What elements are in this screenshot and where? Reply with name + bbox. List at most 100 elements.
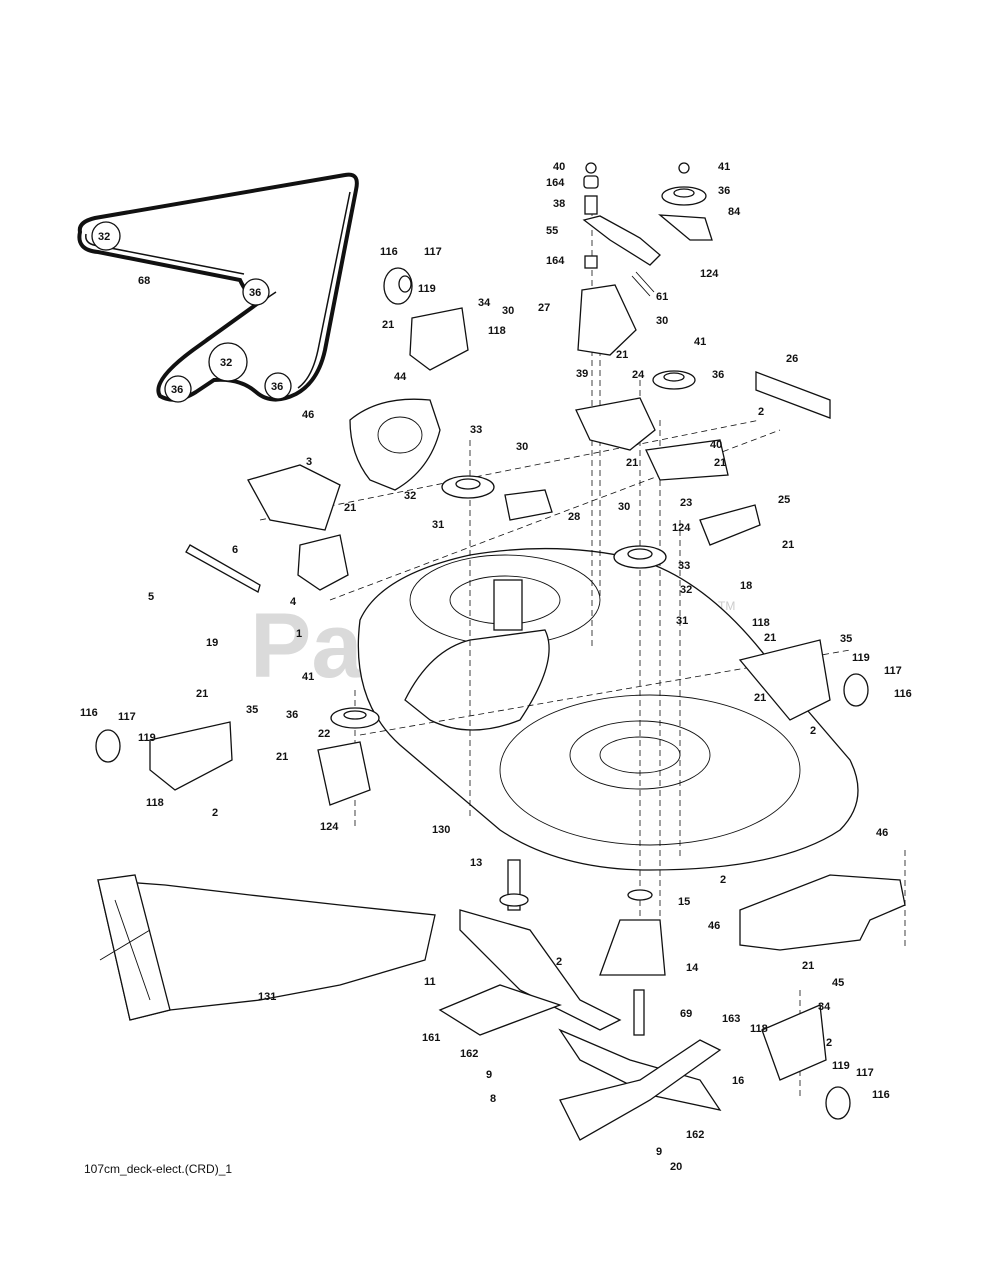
callout-22: 22: [318, 728, 330, 740]
center-brackets: [575, 284, 831, 546]
callout-84: 84: [728, 206, 741, 218]
callout-1: 1: [296, 628, 302, 640]
callout-24: 24: [632, 369, 645, 381]
callout-9: 9: [486, 1069, 492, 1081]
callout-9: 9: [656, 1146, 662, 1158]
callout-116: 116: [380, 246, 398, 258]
callout-2: 2: [826, 1037, 832, 1049]
callout-30: 30: [618, 501, 630, 513]
callout-162: 162: [460, 1048, 478, 1060]
callout-21: 21: [276, 751, 288, 763]
callout-21: 21: [196, 688, 208, 700]
callout-61: 61: [656, 291, 668, 303]
callout-38: 38: [553, 198, 565, 210]
callout-117: 117: [884, 665, 902, 677]
callout-46: 46: [302, 409, 314, 421]
callout-40: 40: [710, 439, 722, 451]
callout-32: 32: [680, 584, 692, 596]
callout-3: 3: [306, 456, 312, 468]
callout-5: 5: [148, 591, 154, 603]
callout-27: 27: [538, 302, 550, 314]
callout-2: 2: [212, 807, 218, 819]
callout-162: 162: [686, 1129, 704, 1141]
belt-pulley-36-mid: [242, 278, 270, 306]
callout-15: 15: [678, 896, 690, 908]
callout-35: 35: [246, 704, 258, 716]
callout-28: 28: [568, 511, 580, 523]
callout-41: 41: [694, 336, 706, 348]
callout-41: 41: [302, 671, 314, 683]
spring-61: [631, 271, 655, 297]
callout-19: 19: [206, 637, 218, 649]
belt-pulley-36-left: [164, 375, 192, 403]
callout-32: 32: [404, 490, 416, 502]
callout-116: 116: [894, 688, 912, 700]
spindle-boss: [493, 579, 523, 631]
belt-label-2: 32: [220, 357, 232, 369]
callout-34: 34: [478, 297, 491, 309]
left-brackets: [185, 398, 553, 593]
gauge-wheels: [95, 267, 869, 1120]
callout-36: 36: [712, 369, 724, 381]
belt-label-0: 32: [98, 231, 110, 243]
belt-label-4: 36: [271, 381, 283, 393]
callout-46: 46: [708, 920, 720, 932]
lower-left-parts: [317, 545, 667, 806]
callout-25: 25: [778, 494, 790, 506]
bar-26: [755, 371, 831, 419]
callout-21: 21: [782, 539, 794, 551]
callout-55: 55: [546, 225, 558, 237]
belt-label-1: 36: [249, 287, 261, 299]
callout-164: 164: [546, 255, 565, 267]
callout-161: 161: [422, 1032, 440, 1044]
callout-45: 45: [832, 977, 844, 989]
belt-routing-diagram: 32 36 32 36 36: [77, 172, 359, 403]
callout-16: 16: [732, 1075, 744, 1087]
callout-117: 117: [856, 1067, 874, 1079]
belt-pulley-32-center: [208, 342, 248, 382]
callout-20: 20: [670, 1161, 682, 1173]
callout-118: 118: [146, 797, 164, 809]
callout-33: 33: [678, 560, 690, 572]
mower-deck-shell: [357, 547, 859, 871]
callout-119: 119: [832, 1060, 850, 1072]
callout-31: 31: [676, 615, 688, 627]
callout-164: 164: [546, 177, 565, 189]
callout-119: 119: [852, 652, 870, 664]
callout-118: 118: [752, 617, 770, 629]
callout-21: 21: [754, 692, 766, 704]
callout-4: 4: [290, 596, 297, 608]
callout-2: 2: [758, 406, 764, 418]
callout-124: 124: [320, 821, 339, 833]
callout-40: 40: [553, 161, 565, 173]
callout-36: 36: [718, 185, 730, 197]
baffle-45: [739, 874, 906, 951]
callout-36: 36: [286, 709, 298, 721]
callout-21: 21: [714, 457, 726, 469]
belt-pulley-32-top: [91, 221, 121, 251]
callout-11: 11: [424, 976, 436, 988]
callout-39: 39: [576, 368, 588, 380]
deck-baffle: [404, 629, 550, 731]
callout-23: 23: [680, 497, 692, 509]
callout-13: 13: [470, 857, 482, 869]
callout-119: 119: [418, 283, 436, 295]
callout-31: 31: [432, 519, 444, 531]
callout-34: 34: [818, 1001, 831, 1013]
callout-21: 21: [764, 632, 776, 644]
callout-30: 30: [516, 441, 528, 453]
belt-pulley-36-right: [264, 372, 292, 400]
callout-117: 117: [118, 711, 136, 723]
callout-21: 21: [802, 960, 814, 972]
bracket-25: [699, 504, 761, 546]
callout-124: 124: [700, 268, 719, 280]
callout-69: 69: [680, 1008, 692, 1020]
callout-2: 2: [810, 725, 816, 737]
callout-14: 14: [686, 962, 699, 974]
callout-163: 163: [722, 1013, 740, 1025]
callout-21: 21: [344, 502, 356, 514]
belt-label-3: 36: [171, 384, 183, 396]
callout-118: 118: [750, 1023, 768, 1035]
